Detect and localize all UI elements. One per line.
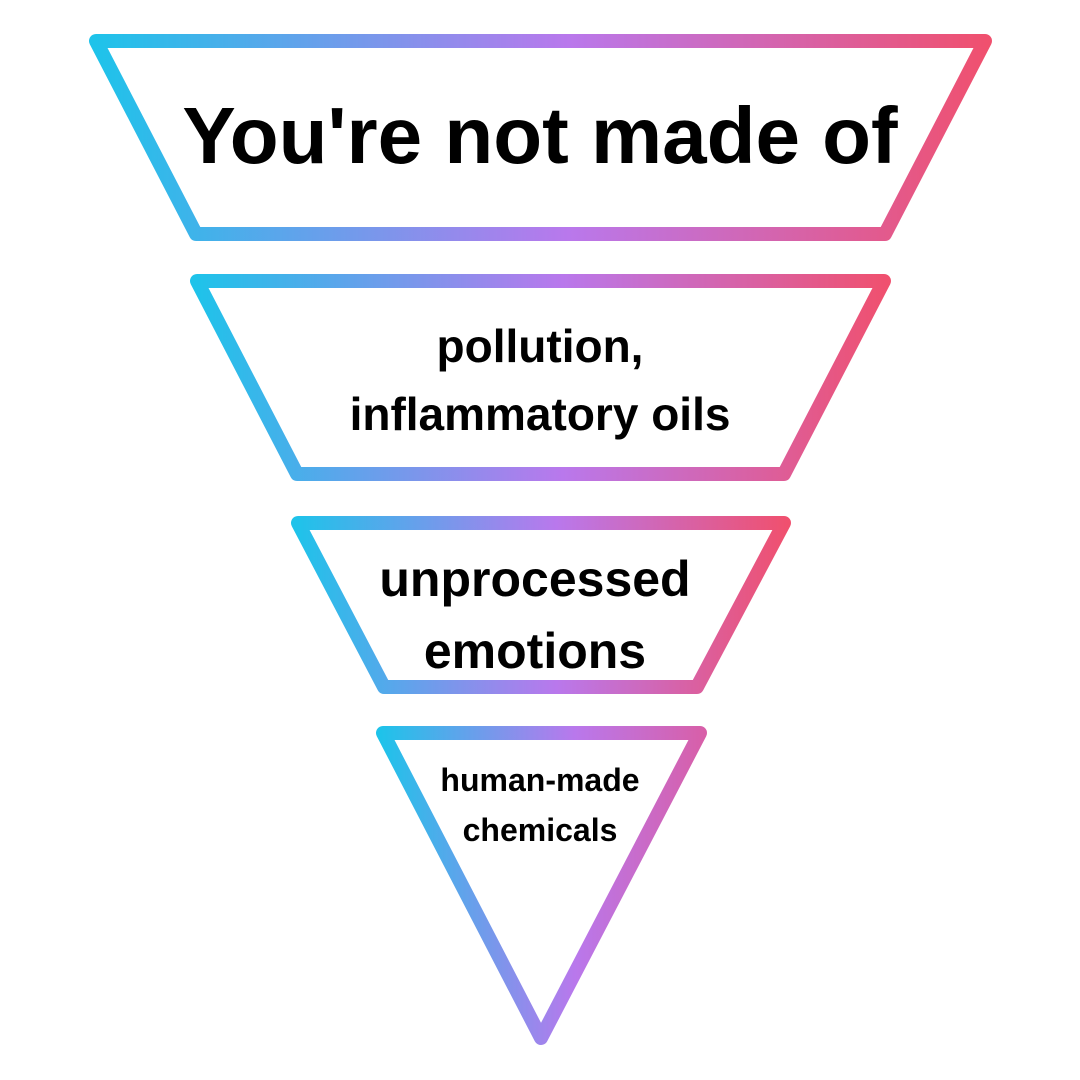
funnel-level-1-label: You're not made of (0, 88, 1080, 184)
level-2-line-1: pollution, (436, 320, 644, 372)
funnel-level-1-shape (89, 34, 992, 241)
funnel-level-3-label: unprocessed emotions (0, 543, 1070, 687)
level-3-line-1: unprocessed (379, 551, 691, 607)
funnel-level-3-shape (291, 516, 791, 694)
funnel-level-4-label: human-made chemicals (0, 755, 1080, 855)
level-2-line-2: inflammatory oils (349, 388, 731, 440)
funnel-level-2-label: pollution, inflammatory oils (0, 312, 1080, 448)
funnel-level-2-shape (190, 274, 891, 481)
funnel-level-4-shape (376, 726, 707, 1045)
level-3-line-2: emotions (423, 623, 647, 679)
level-1-line-1: You're not made of (182, 91, 898, 180)
level-4-line-1: human-made (440, 762, 640, 798)
level-4-line-2: chemicals (462, 812, 618, 848)
